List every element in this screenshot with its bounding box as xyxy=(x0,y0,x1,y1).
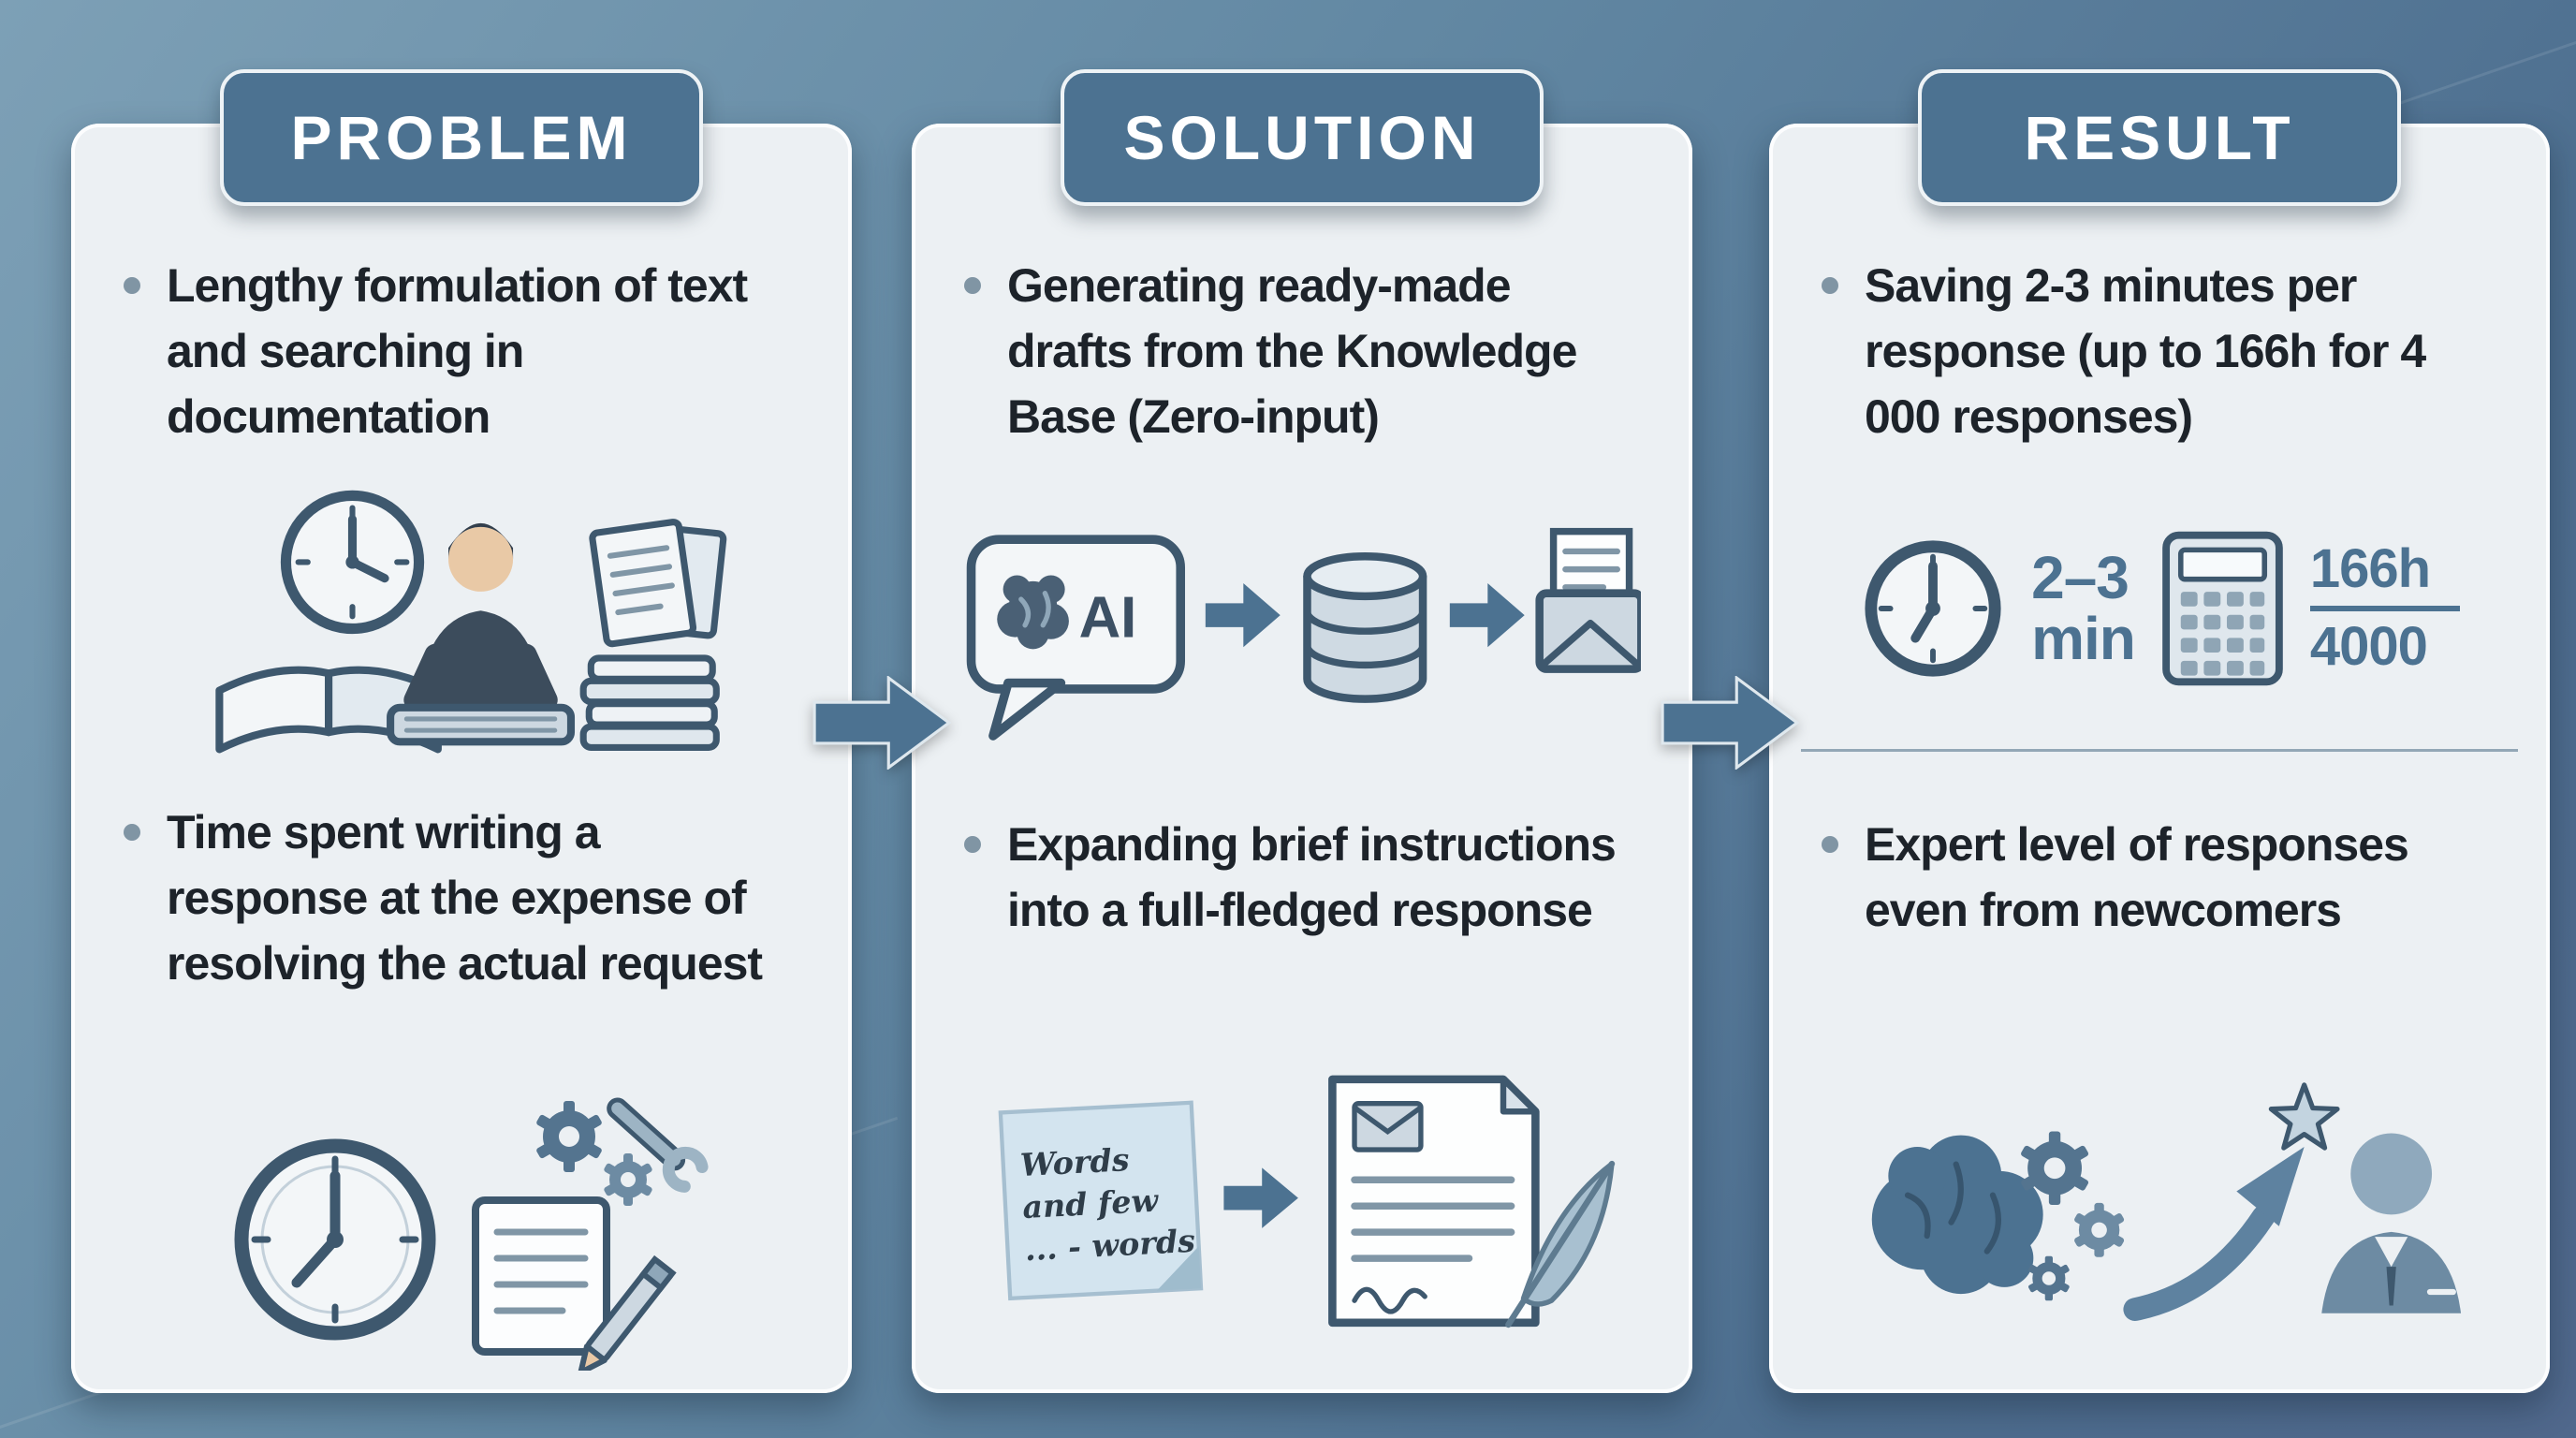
arrow-icon xyxy=(1205,583,1281,648)
solution-illustration-expand: Words and few ... - words xyxy=(912,1067,1692,1339)
envelope-letter-icon xyxy=(1535,527,1642,673)
bullet-dot xyxy=(964,836,981,853)
solution-bullet-1: Generating ready-made drafts from the Kn… xyxy=(964,253,1655,449)
database-icon xyxy=(1303,552,1427,703)
gear-icon xyxy=(2028,1255,2071,1301)
minutes-saved-stat: 2–3 min xyxy=(2031,543,2136,672)
minutes-value: 2–3 xyxy=(2031,543,2130,611)
arrow-icon xyxy=(1449,583,1525,648)
sticky-note-line-3: ... - words xyxy=(1024,1223,1196,1268)
clock-icon xyxy=(1865,540,2001,677)
problem-header-label: PROBLEM xyxy=(290,103,633,172)
wrench-icon xyxy=(607,1097,709,1193)
star-icon xyxy=(2269,1082,2340,1151)
businessman-icon xyxy=(2321,1133,2462,1313)
ai-pipeline-illustration: AI xyxy=(966,527,1642,741)
bullet-dot xyxy=(1822,277,1838,294)
research-illustration xyxy=(215,490,727,754)
pencil-icon xyxy=(578,1255,677,1371)
hours-value: 166h xyxy=(2309,538,2431,600)
fraction-line xyxy=(2309,606,2460,611)
documents-icon xyxy=(589,519,727,648)
sticky-note-icon: Words and few ... - words xyxy=(998,1100,1204,1301)
brain-gears-icon xyxy=(1872,1131,2125,1301)
gear-icon xyxy=(2021,1131,2089,1205)
responses-value: 4000 xyxy=(2309,616,2428,677)
bullet-dot xyxy=(1822,836,1838,853)
gear-icon xyxy=(2074,1202,2125,1257)
note-to-document-illustration: Words and few ... - words xyxy=(998,1075,1616,1328)
bullet-dot xyxy=(964,277,981,294)
result-illustration-savings: 2–3 min 166h 4000 xyxy=(1769,496,2550,721)
solution-bullet-1-text: Generating ready-made drafts from the Kn… xyxy=(1007,259,1577,443)
gear-icon xyxy=(604,1153,652,1206)
result-header-pill: RESULT xyxy=(1918,69,2401,206)
solution-card: SOLUTION Generating ready-made drafts fr… xyxy=(912,69,1692,1393)
ai-label: AI xyxy=(1078,586,1136,651)
document-quill-icon xyxy=(1327,1075,1616,1328)
bullet-dot xyxy=(124,277,140,294)
envelope-icon xyxy=(1352,1100,1424,1152)
bullet-dot xyxy=(124,824,140,841)
paper-stack-icon xyxy=(579,654,720,751)
sticky-note-line-1: Words xyxy=(1019,1141,1131,1183)
gear-icon xyxy=(536,1101,602,1172)
result-illustration-expertise xyxy=(1769,1060,2550,1350)
solution-header-label: SOLUTION xyxy=(1123,103,1481,172)
problem-bullet-2: Time spent writing a response at the exp… xyxy=(124,800,814,996)
problem-card: PROBLEM Lengthy formulation of text and … xyxy=(71,69,852,1393)
result-header-label: RESULT xyxy=(2024,103,2295,172)
problem-bullet-2-text: Time spent writing a response at the exp… xyxy=(167,806,763,990)
growth-arrow-icon xyxy=(2123,1147,2305,1321)
flow-arrow-icon xyxy=(812,676,952,770)
hours-saved-stat: 166h 4000 xyxy=(2309,538,2460,677)
problem-header-pill: PROBLEM xyxy=(220,69,703,206)
wrench-gears-icon xyxy=(536,1097,709,1206)
person-typing-icon xyxy=(386,522,575,746)
sticky-note-line-2: and few xyxy=(1021,1182,1160,1226)
solution-header-pill: SOLUTION xyxy=(1061,69,1544,206)
flow-arrow-icon xyxy=(1661,676,1800,770)
result-divider xyxy=(1801,749,2518,752)
result-bullet-1-text: Saving 2-3 minutes per response (up to 1… xyxy=(1865,259,2426,443)
problem-bullet-1: Lengthy formulation of text and searchin… xyxy=(124,253,814,449)
solution-bullet-2-text: Expanding brief instructions into a full… xyxy=(1007,818,1617,936)
expertise-illustration xyxy=(1872,1082,2462,1321)
calculator-icon xyxy=(2162,531,2283,686)
result-bullet-2: Expert level of responses even from newc… xyxy=(1822,812,2512,943)
problem-illustration-time xyxy=(71,1090,852,1371)
problem-illustration-research xyxy=(71,472,852,785)
solution-bullet-2: Expanding brief instructions into a full… xyxy=(964,812,1655,943)
minutes-unit: min xyxy=(2031,605,2136,672)
time-illustration xyxy=(234,1097,709,1371)
result-card: RESULT Saving 2-3 minutes per response (… xyxy=(1769,69,2550,1393)
ai-brain-bubble-icon: AI xyxy=(966,535,1185,741)
quill-icon xyxy=(1504,1160,1616,1328)
result-bullet-1: Saving 2-3 minutes per response (up to 1… xyxy=(1822,253,2512,449)
clock-icon xyxy=(234,1138,436,1341)
solution-illustration-pipeline: AI xyxy=(912,521,1692,751)
result-bullet-2-text: Expert level of responses even from newc… xyxy=(1865,818,2409,936)
document-pencil-icon xyxy=(472,1196,677,1371)
arrow-icon xyxy=(1223,1167,1298,1228)
problem-bullet-1-text: Lengthy formulation of text and searchin… xyxy=(167,259,748,443)
clock-icon xyxy=(280,490,424,635)
